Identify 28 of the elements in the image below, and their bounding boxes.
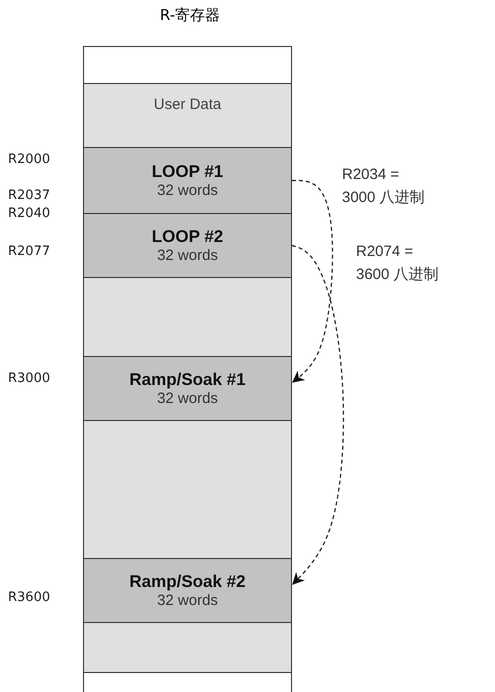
dashed-arrow xyxy=(292,244,344,585)
dashed-arrow xyxy=(292,180,334,383)
empty-memory-block xyxy=(83,46,292,84)
empty-memory-block xyxy=(83,622,292,673)
memory-block xyxy=(83,147,292,214)
memory-block xyxy=(83,83,292,148)
block-size: 32 words xyxy=(157,246,218,264)
memory-block xyxy=(83,213,292,278)
address-label: R2000 xyxy=(8,152,52,167)
memory-block xyxy=(83,356,292,421)
block-size: 32 words xyxy=(157,390,218,408)
block-label: User Data xyxy=(154,96,222,114)
address-label: R2037 xyxy=(8,188,52,203)
address-label: R2077 xyxy=(8,244,52,259)
address-label: R3000 xyxy=(8,371,52,386)
empty-memory-block xyxy=(83,420,292,559)
address-label: R2040 xyxy=(8,206,52,221)
block-heading: Ramp/Soak #2 xyxy=(129,572,246,592)
block-heading: LOOP #2 xyxy=(152,226,224,246)
empty-memory-block xyxy=(83,672,292,692)
block-heading: Ramp/Soak #1 xyxy=(129,370,246,390)
block-size: 32 words xyxy=(157,182,218,200)
block-size: 32 words xyxy=(157,592,218,610)
memory-block xyxy=(83,558,292,623)
address-label: R3600 xyxy=(8,590,52,605)
diagram-title: R-寄存器 xyxy=(158,6,222,25)
block-heading: LOOP #1 xyxy=(152,162,224,182)
empty-memory-block xyxy=(83,277,292,357)
